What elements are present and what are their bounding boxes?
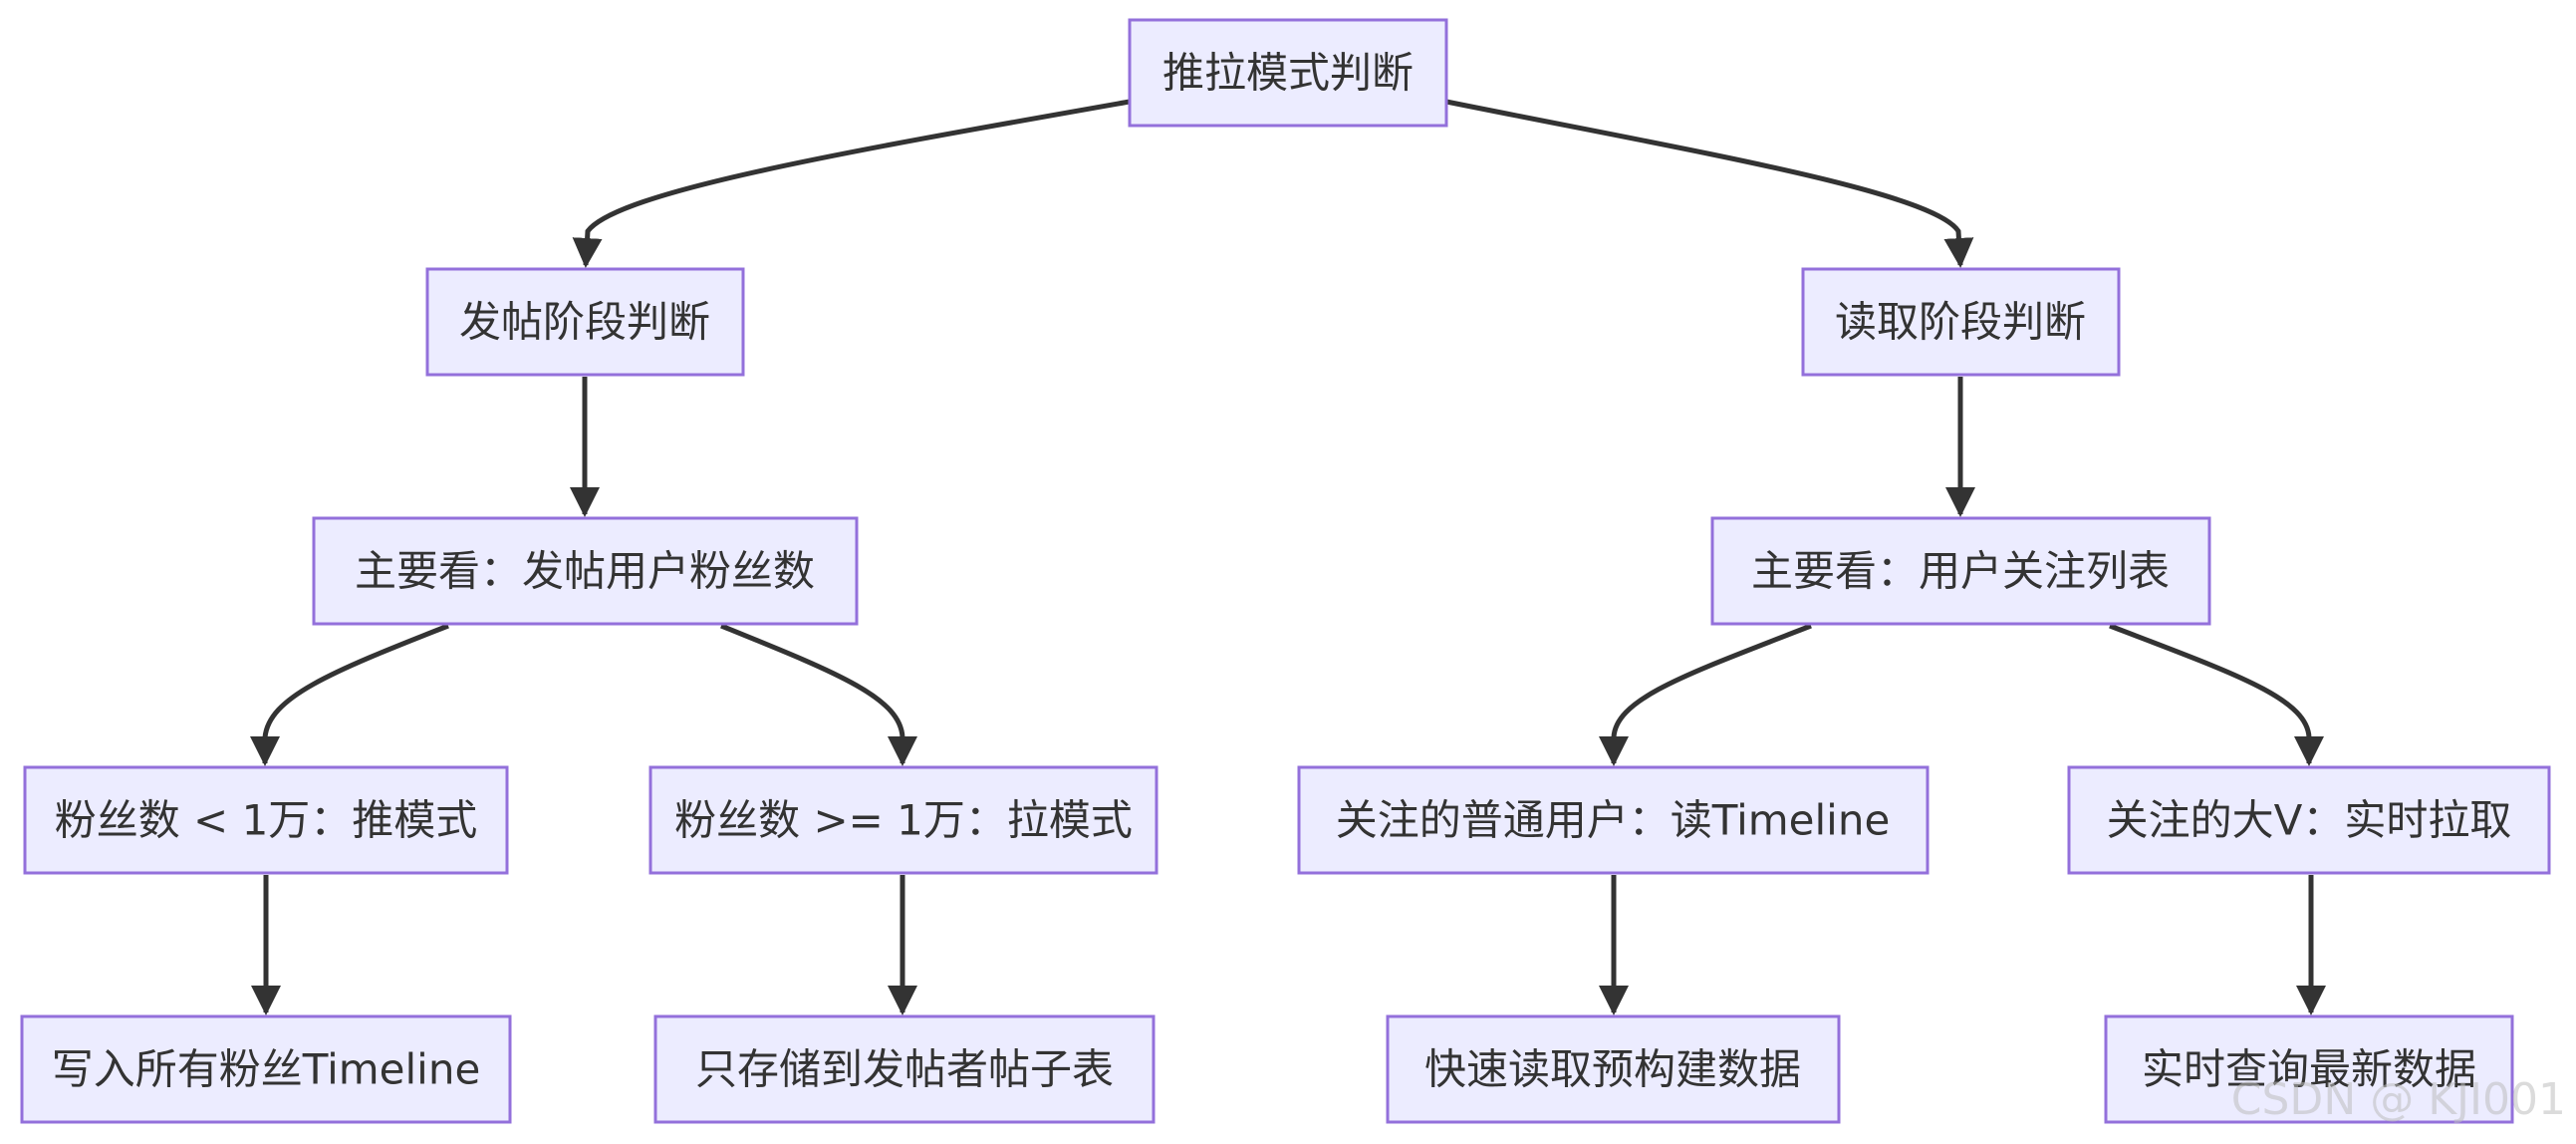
- node-read-label: 读取阶段判断: [1835, 298, 2086, 347]
- node-write-all-label: 写入所有粉丝Timeline: [52, 1045, 481, 1094]
- node-normal-follow-label: 关注的普通用户：读Timeline: [1336, 796, 1891, 845]
- node-post-main: 主要看：发帖用户粉丝数: [312, 516, 859, 626]
- node-bigv-follow-label: 关注的大V：实时拉取: [2107, 796, 2512, 845]
- edge-root-to-read: [1445, 99, 1974, 268]
- node-read: 读取阶段判断: [1801, 267, 2121, 377]
- node-fast-read-label: 快速读取预构建数据: [1424, 1045, 1801, 1094]
- node-realtime-query: 实时查询最新数据: [2104, 1014, 2514, 1124]
- node-store-only-label: 只存储到发帖者帖子表: [695, 1045, 1114, 1094]
- node-normal-follow: 关注的普通用户：读Timeline: [1297, 765, 1930, 875]
- node-bigv-follow: 关注的大V：实时拉取: [2067, 765, 2551, 875]
- node-post: 发帖阶段判断: [425, 267, 745, 377]
- watermark-text: CSDN @ KJI001: [2231, 1074, 2566, 1125]
- node-read-main-label: 主要看：用户关注列表: [1751, 547, 2170, 596]
- node-realtime-query-label: 实时查询最新数据: [2142, 1045, 2476, 1094]
- edge-read-main-to-normal-follow: [1599, 623, 1812, 766]
- node-root: 推拉模式判断: [1128, 18, 1448, 128]
- node-root-label: 推拉模式判断: [1162, 49, 1414, 98]
- node-pull-case: 粉丝数 >= 1万：拉模式: [648, 765, 1159, 875]
- node-fast-read: 快速读取预构建数据: [1386, 1014, 1841, 1124]
- node-read-main: 主要看：用户关注列表: [1710, 516, 2211, 626]
- edge-read-main-to-bigv-follow: [2109, 623, 2324, 766]
- edges: [250, 99, 2326, 1015]
- node-pull-case-label: 粉丝数 >= 1万：拉模式: [674, 796, 1133, 845]
- node-store-only: 只存储到发帖者帖子表: [653, 1014, 1156, 1124]
- node-write-all: 写入所有粉丝Timeline: [20, 1014, 512, 1124]
- node-post-main-label: 主要看：发帖用户粉丝数: [355, 547, 815, 596]
- edge-root-to-post: [572, 99, 1131, 268]
- edge-post-main-to-push-case: [250, 623, 449, 766]
- edge-post-main-to-pull-case: [720, 623, 917, 766]
- node-push-case: 粉丝数 < 1万：推模式: [23, 765, 509, 875]
- node-post-label: 发帖阶段判断: [459, 298, 710, 347]
- node-push-case-label: 粉丝数 < 1万：推模式: [55, 796, 478, 845]
